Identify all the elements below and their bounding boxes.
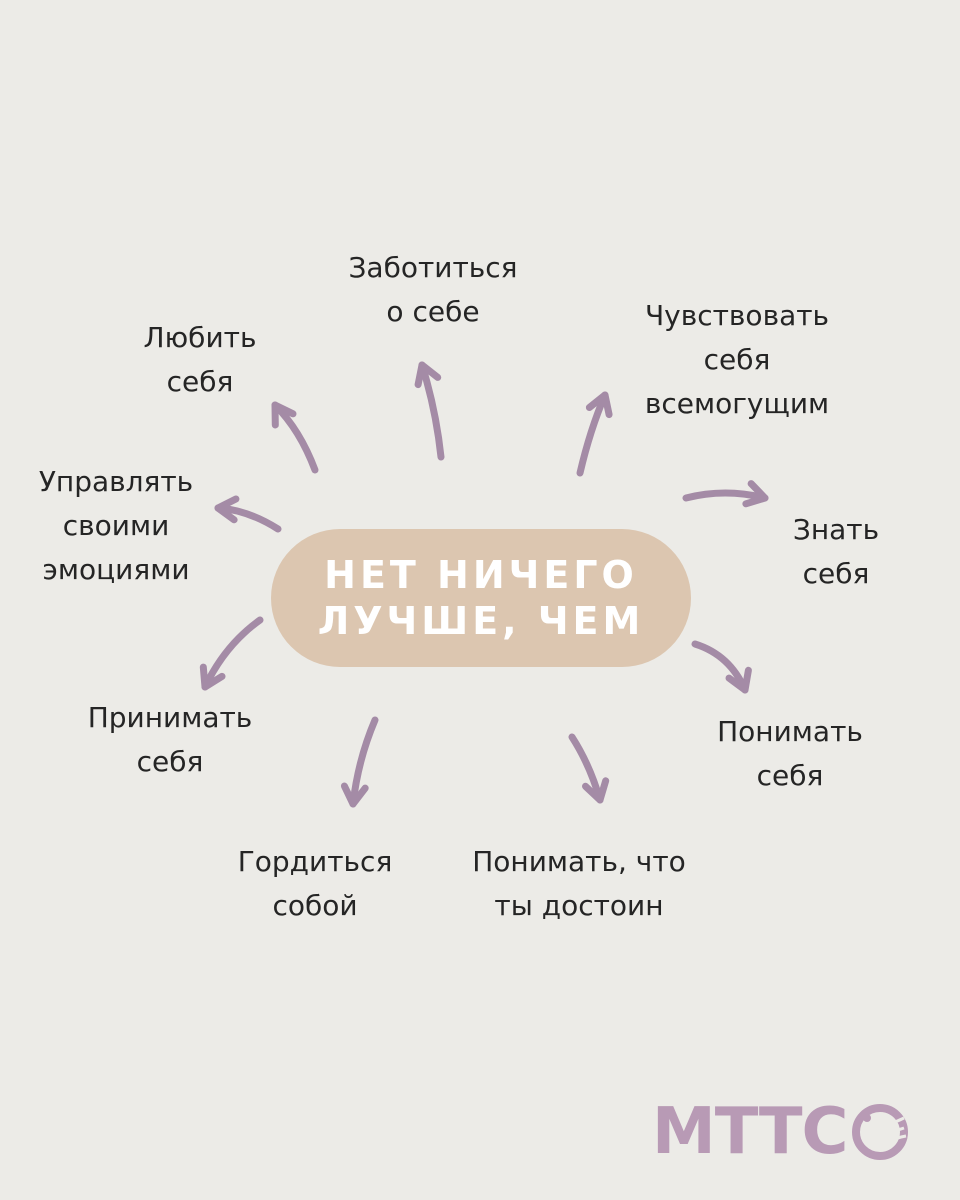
node-almighty: Чувствовать себя всемогущим <box>644 299 830 420</box>
brand-leaf-mark-icon <box>852 1104 908 1160</box>
arrow-to-care-shaft <box>418 361 445 461</box>
brand-name: MTTC <box>652 1095 848 1169</box>
arrow-to-accept-shaft <box>201 616 264 691</box>
arrow-to-accept <box>199 616 264 691</box>
arrow-to-manage <box>214 495 282 533</box>
arrow-to-understand-head <box>725 666 752 694</box>
node-proud: Гордиться собой <box>237 845 393 922</box>
arrow-to-love-head <box>271 401 297 429</box>
arrow-to-love <box>271 401 319 474</box>
node-love: Любить себя <box>143 321 257 398</box>
arrow-to-almighty-shaft <box>576 391 609 477</box>
arrow-to-know-shaft <box>682 489 769 502</box>
node-care: Заботиться о себе <box>348 251 518 328</box>
node-worthy: Понимать, что ты достоин <box>472 845 686 922</box>
arrow-to-worthy <box>568 733 610 804</box>
arrow-to-worthy-head <box>582 777 610 804</box>
arrow-to-know-head <box>742 480 769 508</box>
arrow-to-know <box>682 480 769 508</box>
node-understand: Понимать себя <box>717 715 863 792</box>
node-accept: Принимать себя <box>87 701 253 778</box>
arrow-to-manage-head <box>214 495 240 524</box>
arrow-to-almighty-head <box>585 391 613 419</box>
arrow-to-accept-head <box>199 663 226 691</box>
node-manage: Управлять своими эмоциями <box>38 465 194 586</box>
arrow-to-understand <box>691 640 752 694</box>
arrow-to-proud-shaft <box>349 716 379 808</box>
brand-logo: MTTC <box>652 1096 932 1168</box>
center-title: НЕТ НИЧЕГО ЛУЧШЕ, ЧЕМ <box>317 553 645 643</box>
arrow-to-almighty <box>576 391 613 477</box>
arrow-to-care-head <box>414 361 442 389</box>
arrow-to-care <box>414 361 445 461</box>
center-pill: НЕТ НИЧЕГО ЛУЧШЕ, ЧЕМ <box>271 529 691 667</box>
arrow-to-proud-head <box>340 782 369 808</box>
arrow-to-proud <box>340 716 379 808</box>
node-know: Знать себя <box>792 513 880 590</box>
